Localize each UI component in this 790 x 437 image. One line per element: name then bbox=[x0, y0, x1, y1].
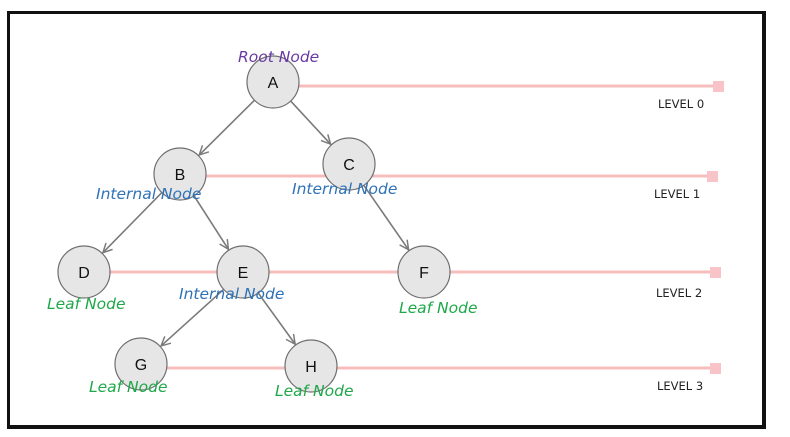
node-circle bbox=[57, 245, 111, 299]
node-a: A bbox=[246, 55, 300, 109]
node-b: B bbox=[153, 147, 207, 201]
edge-b-e bbox=[192, 193, 228, 249]
edge-c-f bbox=[362, 183, 409, 250]
edge-a-b bbox=[199, 98, 257, 155]
edge-b-d bbox=[103, 190, 164, 253]
internal-node-annotation: Internal Node bbox=[96, 185, 201, 203]
edge-e-g bbox=[161, 287, 226, 346]
node-label: A bbox=[268, 75, 279, 92]
level-label: LEVEL 1 bbox=[654, 187, 700, 201]
node-circle bbox=[114, 337, 168, 391]
node-d: D bbox=[57, 245, 111, 299]
edges-layer bbox=[103, 98, 409, 346]
level-end-marker bbox=[710, 363, 721, 374]
internal-node-annotation: Internal Node bbox=[292, 180, 397, 198]
level-label: LEVEL 2 bbox=[656, 286, 702, 300]
level-end-marker bbox=[713, 81, 724, 92]
node-label: E bbox=[238, 265, 249, 282]
node-label: H bbox=[305, 359, 317, 376]
node-label: B bbox=[175, 167, 186, 184]
node-circle bbox=[284, 339, 338, 393]
level-end-marker bbox=[707, 171, 718, 182]
node-label: G bbox=[135, 357, 147, 374]
level-label: LEVEL 3 bbox=[657, 379, 703, 393]
level-end-marker bbox=[710, 267, 721, 278]
node-label: D bbox=[78, 265, 90, 282]
node-circle bbox=[216, 245, 270, 299]
level-3: LEVEL 3 bbox=[153, 362, 721, 393]
root-node-annotation: Root Node bbox=[238, 48, 319, 66]
node-label: C bbox=[343, 157, 355, 174]
node-g: G bbox=[114, 337, 168, 391]
edge-e-h bbox=[256, 290, 295, 344]
nodes-layer: A B C D E F G H bbox=[57, 55, 451, 393]
node-h: H bbox=[284, 339, 338, 393]
node-f: F bbox=[397, 245, 451, 299]
level-0: LEVEL 0 bbox=[285, 80, 724, 111]
node-circle bbox=[322, 137, 376, 191]
edge-a-c bbox=[288, 99, 330, 145]
leaf-node-annotation: Leaf Node bbox=[89, 378, 168, 396]
node-e: E bbox=[216, 245, 270, 299]
level-1: LEVEL 1 bbox=[192, 170, 718, 201]
leaf-node-annotation: Leaf Node bbox=[399, 299, 478, 317]
node-circle bbox=[246, 55, 300, 109]
node-circle bbox=[397, 245, 451, 299]
leaf-node-annotation: Leaf Node bbox=[47, 295, 126, 313]
node-label: F bbox=[419, 265, 429, 282]
levels-layer: LEVEL 0 LEVEL 1 LEVEL 2 LEVEL 3 bbox=[96, 80, 724, 393]
leaf-node-annotation: Leaf Node bbox=[275, 382, 354, 400]
node-circle bbox=[153, 147, 207, 201]
node-c: C bbox=[322, 137, 376, 191]
level-label: LEVEL 0 bbox=[658, 97, 704, 111]
internal-node-annotation: Internal Node bbox=[179, 285, 284, 303]
